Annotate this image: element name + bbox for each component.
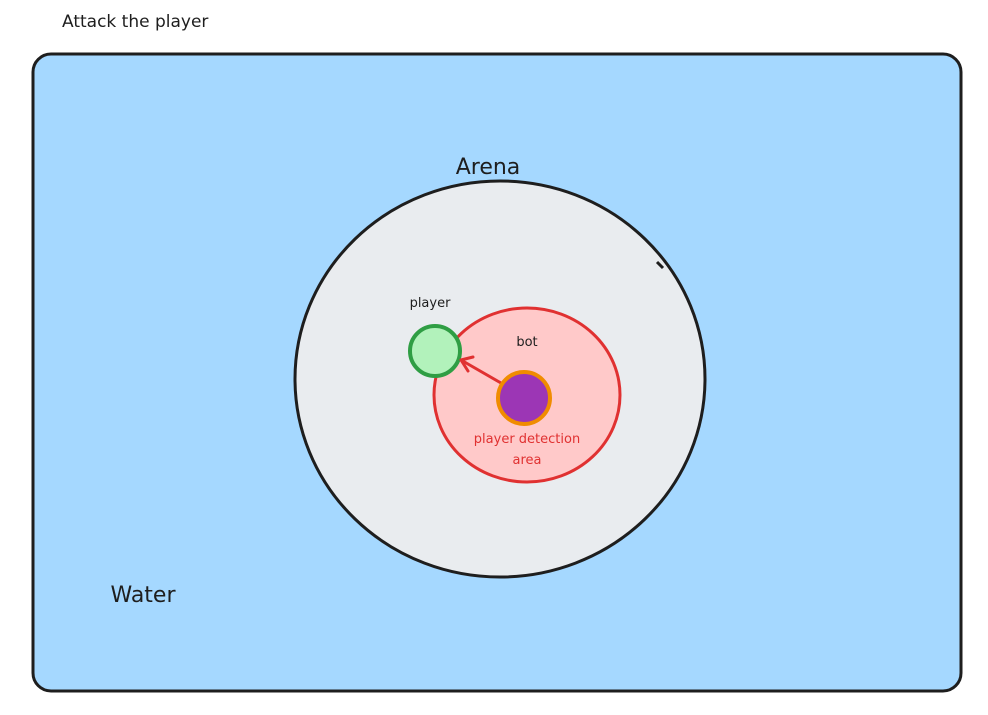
bot-label: bot: [516, 335, 537, 350]
detection-area-label-line2: area: [513, 453, 542, 468]
player-circle: [408, 324, 462, 378]
chase-arrow-head: [459, 355, 475, 373]
chase-arrow: [459, 355, 503, 385]
player-label: player: [410, 296, 452, 311]
detection-area-label-line1: player detection: [474, 432, 580, 447]
arena-label: Arena: [456, 155, 521, 180]
bot-circle: [496, 370, 552, 426]
water-label: Water: [110, 583, 176, 608]
arena-sketch-mark: [655, 260, 665, 270]
diagram-title: Attack the player: [62, 12, 208, 32]
chase-arrow-shaft: [459, 358, 503, 385]
